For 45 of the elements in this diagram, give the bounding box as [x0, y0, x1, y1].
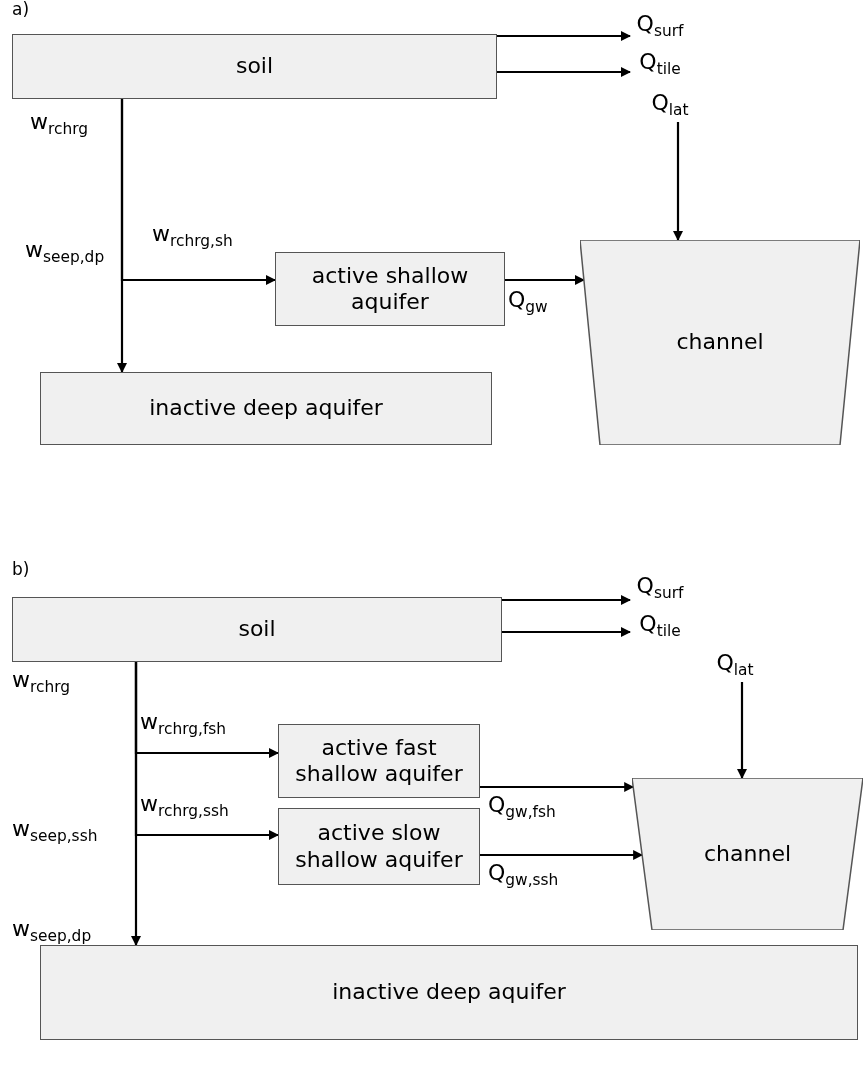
arrow — [502, 627, 631, 637]
node-text: active slow shallow aquifer — [294, 820, 464, 873]
node-text: inactive deep aquifer — [149, 395, 383, 422]
edge-label: Q$_{gw,ssh}$ — [488, 861, 559, 890]
process-box — [40, 945, 858, 1040]
process-box — [275, 252, 505, 326]
flow-label: w$_{rchrg}$ — [30, 110, 89, 139]
edge-label: w$_{rchrg,sh}$ — [152, 222, 233, 251]
process-box — [278, 724, 480, 798]
flow-label: w$_{seep,ssh}$ — [12, 817, 98, 846]
edge-label: w$_{seep,dp}$ — [25, 238, 105, 267]
edge-label: w$_{rchrg,ssh}$ — [140, 792, 229, 821]
edge-label: w$_{rchrg,fsh}$ — [140, 710, 227, 739]
channel-trapezoid — [580, 240, 860, 445]
arrow — [497, 31, 631, 41]
node-text: channel — [703, 840, 792, 868]
arrow — [131, 662, 141, 946]
flow-label: Q$_{tile}$ — [630, 46, 690, 82]
panel-label: a) — [12, 0, 30, 19]
process-box — [278, 808, 480, 885]
flow-label: Q$_{surf}$ — [630, 570, 690, 606]
process-box — [40, 372, 492, 445]
node-text: active shallow aquifer — [310, 262, 470, 316]
node-text: channel — [676, 329, 764, 356]
channel-trapezoid — [632, 778, 863, 930]
flow-label: Q$_{surf}$ — [630, 8, 690, 44]
edge-label: Q$_{gw}$ — [508, 288, 548, 317]
arrow — [737, 682, 747, 779]
edge-label: w$_{seep,dp}$ — [12, 917, 92, 946]
arrow — [673, 122, 683, 241]
arrow — [502, 595, 631, 605]
flow-label: Q$_{lat}$ — [640, 88, 700, 122]
node-text: active fast shallow aquifer — [294, 734, 464, 788]
arrow — [117, 99, 127, 373]
node-text: soil — [235, 53, 274, 80]
flow-label: w$_{rchrg}$ — [12, 668, 71, 697]
process-box — [12, 34, 497, 99]
panel-label: b) — [12, 560, 30, 579]
edge-label: Q$_{gw,fsh}$ — [488, 793, 556, 822]
node-text: inactive deep aquifer — [332, 979, 566, 1006]
node-text: soil — [238, 616, 276, 643]
flow-label: Q$_{tile}$ — [630, 608, 690, 644]
process-box — [12, 597, 502, 662]
arrow — [497, 67, 631, 77]
flow-label: Q$_{lat}$ — [705, 648, 765, 682]
